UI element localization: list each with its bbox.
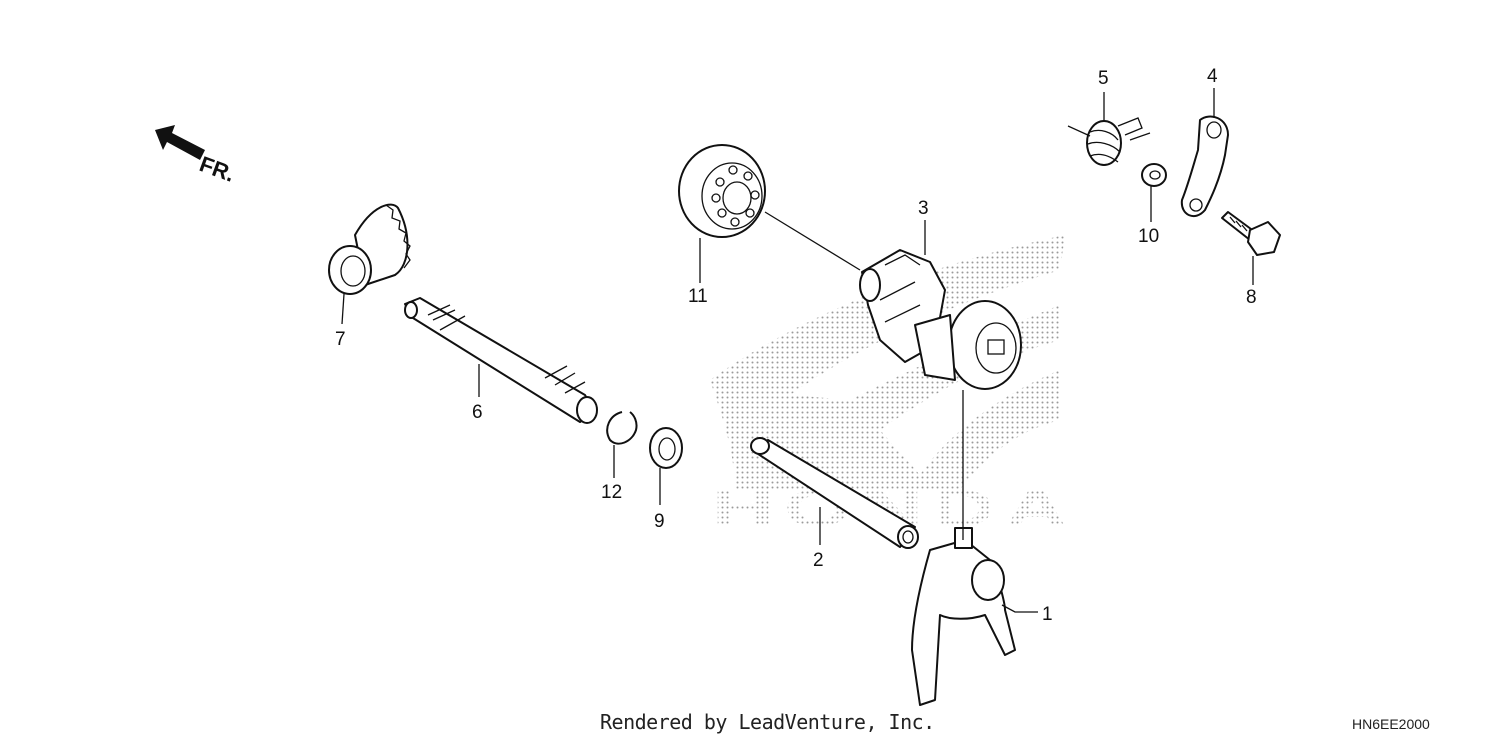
part-8-bolt (1221, 211, 1281, 256)
callout-2: 2 (813, 550, 824, 571)
render-credit: Rendered by LeadVenture, Inc. (600, 710, 935, 734)
leader-lines (341, 88, 1254, 613)
callout-6: 6 (472, 402, 483, 423)
part-12-snap-ring (606, 411, 638, 445)
front-direction-arrow: FR. (155, 125, 238, 187)
part-11-bearing (678, 144, 766, 238)
part-5-spring (1067, 117, 1151, 166)
callout-12: 12 (601, 482, 622, 503)
diagram-code: HN6EE2000 (1352, 716, 1430, 732)
part-1-shift-fork (911, 527, 1016, 706)
callout-7: 7 (335, 329, 346, 350)
callout-3: 3 (918, 198, 929, 219)
part-2-fork-shaft (750, 437, 919, 549)
callout-4: 4 (1207, 66, 1218, 87)
part-6-shift-spindle (404, 297, 598, 424)
callout-9: 9 (654, 511, 665, 532)
part-3-shift-drum (859, 249, 1022, 390)
callout-8: 8 (1246, 287, 1257, 308)
part-4-stopper-arm (1180, 115, 1229, 218)
part-7-gear-segment (328, 203, 411, 295)
part-9-washer (649, 427, 683, 469)
callout-5: 5 (1098, 68, 1109, 89)
part-10-collar (1141, 163, 1167, 187)
callouts: 1 2 3 4 5 6 7 8 9 10 11 12 (335, 66, 1257, 625)
front-direction-label: FR. (196, 151, 238, 187)
callout-1: 1 (1042, 604, 1053, 625)
callout-10: 10 (1138, 226, 1159, 247)
callout-11: 11 (688, 286, 708, 307)
